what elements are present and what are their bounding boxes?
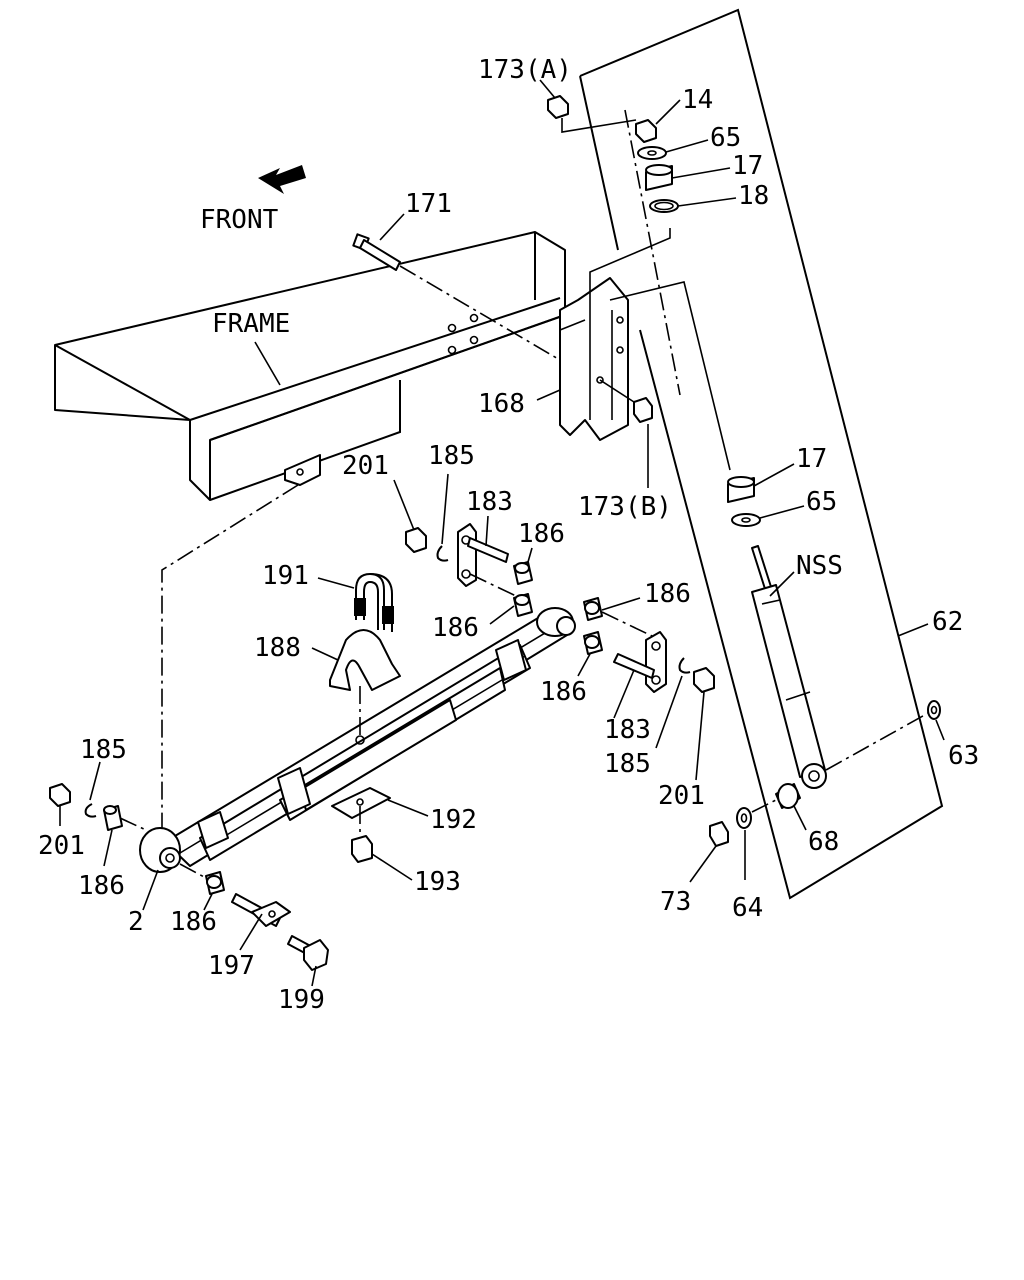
shock-absorber <box>751 545 827 789</box>
bushing-186-left <box>103 805 123 831</box>
label-201-upper: 201 <box>342 451 389 481</box>
bushing-186-right-lower <box>583 631 603 655</box>
label-65-bottom: 65 <box>806 487 837 517</box>
bushing-68 <box>775 783 801 809</box>
washer-65-top <box>637 146 667 160</box>
label-183-upper: 183 <box>466 487 513 517</box>
label-188: 188 <box>254 633 301 663</box>
label-201-right: 201 <box>658 781 705 811</box>
label-65-top: 65 <box>710 123 741 153</box>
label-183-lower: 183 <box>604 715 651 745</box>
washer-18 <box>649 199 679 213</box>
label-64: 64 <box>732 893 763 923</box>
plate-192 <box>331 787 391 819</box>
label-186-upper-right: 186 <box>518 519 565 549</box>
front-arrow-icon <box>258 165 306 194</box>
u-bolt-191 <box>354 572 394 632</box>
label-171: 171 <box>405 189 452 219</box>
nut-73 <box>709 821 729 847</box>
nut-201-upper <box>405 527 427 553</box>
saddle-188 <box>329 629 401 691</box>
bushing-186-right-top <box>583 597 603 621</box>
label-62: 62 <box>932 607 963 637</box>
snap-ring-185-right <box>678 657 691 674</box>
label-63: 63 <box>948 741 979 771</box>
snap-ring-185-upper <box>436 545 449 562</box>
washer-64 <box>736 807 752 829</box>
bolt-171 <box>352 233 401 271</box>
leaf-spring <box>139 607 576 873</box>
label-168: 168 <box>478 389 525 419</box>
label-201-left: 201 <box>38 831 85 861</box>
label-73: 73 <box>660 887 691 917</box>
nut-201-left <box>49 783 71 807</box>
bushing-186-front-lower <box>205 871 225 895</box>
bushing-186-upper-right <box>513 561 533 585</box>
label-185-left: 185 <box>80 735 127 765</box>
label-193: 193 <box>414 867 461 897</box>
label-185-right: 185 <box>604 749 651 779</box>
nut-193 <box>351 835 373 863</box>
label-199: 199 <box>278 985 325 1015</box>
label-186-mid: 186 <box>432 613 479 643</box>
nut-14 <box>635 119 657 143</box>
shackle-183-upper <box>457 523 509 587</box>
frame-label: FRAME <box>212 309 290 339</box>
label-nss: NSS <box>796 551 843 581</box>
washer-65-bottom <box>731 513 761 527</box>
label-186-left: 186 <box>78 871 125 901</box>
label-14: 14 <box>682 85 713 115</box>
label-18: 18 <box>738 181 769 211</box>
nut-173b <box>633 397 653 423</box>
frame-rail <box>54 231 566 501</box>
bushing-17-bottom <box>727 476 755 503</box>
label-185-upper: 185 <box>428 441 475 471</box>
label-197: 197 <box>208 951 255 981</box>
bracket-168 <box>559 277 629 441</box>
label-186-right-top: 186 <box>644 579 691 609</box>
label-17-top: 17 <box>732 151 763 181</box>
label-173a: 173(A) <box>478 55 572 85</box>
label-68: 68 <box>808 827 839 857</box>
bolt-199 <box>287 935 329 971</box>
bushing-17-top <box>645 164 673 191</box>
snap-ring-185-left <box>84 803 97 818</box>
label-17-bottom: 17 <box>796 444 827 474</box>
label-2: 2 <box>128 907 144 937</box>
label-173b: 173(B) <box>578 492 672 522</box>
label-186-right-lower: 186 <box>540 677 587 707</box>
nut-201-right <box>693 667 715 693</box>
label-191: 191 <box>262 561 309 591</box>
group-outline-62-frame <box>579 8 944 900</box>
shackle-183-lower <box>613 631 667 693</box>
washer-63 <box>927 700 941 720</box>
front-label: FRONT <box>200 205 279 235</box>
bushing-186-mid <box>513 593 533 617</box>
pin-197 <box>231 893 291 927</box>
label-192: 192 <box>430 805 477 835</box>
label-186-front-lower: 186 <box>170 907 217 937</box>
nut-173a <box>547 95 569 119</box>
